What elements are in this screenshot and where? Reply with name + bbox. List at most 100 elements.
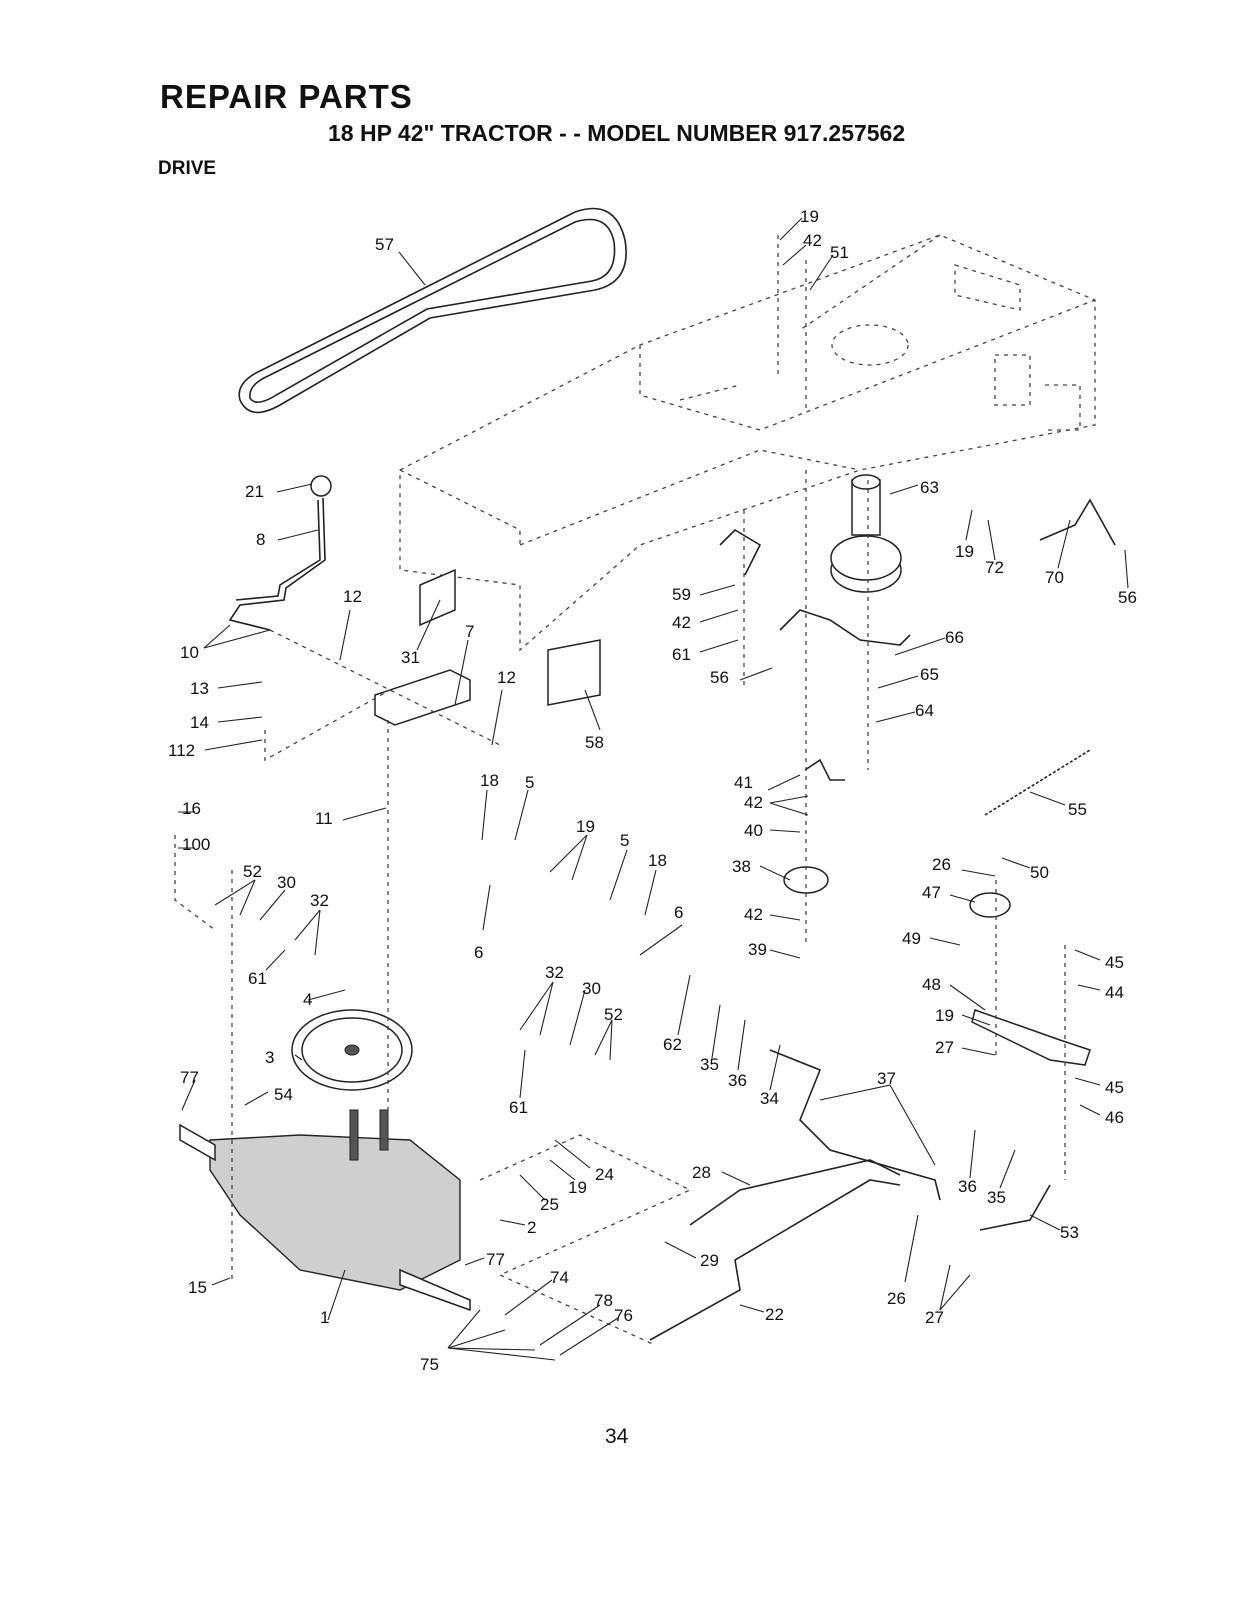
page-number: 34	[605, 1425, 629, 1448]
idler-pulleys	[783, 866, 1011, 918]
callout-label: 64	[915, 701, 934, 720]
callout-label: 47	[922, 883, 941, 902]
callout-label: 18	[480, 771, 499, 790]
callout-label: 1	[320, 1308, 329, 1327]
transaxle	[179, 1109, 471, 1312]
callout-label: 50	[1030, 863, 1049, 882]
callout-label: 51	[830, 243, 849, 262]
callout-label: 78	[594, 1291, 613, 1310]
page-title: REPAIR PARTS	[160, 78, 413, 115]
callout-label: 52	[243, 862, 262, 881]
callout-label: 38	[732, 857, 751, 876]
idler-arm	[971, 1009, 1091, 1066]
callout-label: 36	[958, 1177, 977, 1196]
callout-label: 6	[474, 943, 483, 962]
shift-bracket	[374, 568, 601, 726]
callout-label: 27	[925, 1308, 944, 1327]
callout-label: 19	[576, 817, 595, 836]
callout-label: 12	[343, 587, 362, 606]
callout-label: 77	[180, 1068, 199, 1087]
section-label: DRIVE	[158, 158, 217, 179]
callout-label: 4	[303, 990, 312, 1009]
spring	[984, 749, 1091, 816]
transaxle-pulley	[291, 1009, 413, 1091]
callout-label: 77	[486, 1250, 505, 1269]
callout-label: 66	[945, 628, 964, 647]
callout-label: 61	[509, 1098, 528, 1117]
callout-label: 7	[465, 622, 474, 641]
callout-label: 42	[803, 231, 822, 250]
callout-label: 57	[375, 235, 394, 254]
callout-label: 75	[420, 1355, 439, 1374]
control-rods	[649, 498, 1116, 1341]
callout-label: 61	[672, 645, 691, 664]
callout-label: 65	[920, 665, 939, 684]
callout-label: 5	[620, 831, 629, 850]
callout-label: 76	[614, 1306, 633, 1325]
callout-label: 19	[955, 542, 974, 561]
callout-label: 72	[985, 558, 1004, 577]
callout-label: 2	[527, 1218, 536, 1237]
callout-label: 56	[710, 668, 729, 687]
callout-label: 56	[1118, 588, 1137, 607]
callout-label: 42	[672, 613, 691, 632]
callout-label: 18	[648, 851, 667, 870]
callout-label: 26	[932, 855, 951, 874]
callout-label: 28	[692, 1163, 711, 1182]
callout-label: 19	[568, 1178, 587, 1197]
callout-label: 41	[734, 773, 753, 792]
callout-label: 32	[310, 891, 329, 910]
callout-label: 112	[168, 741, 195, 760]
callout-label: 52	[604, 1005, 623, 1024]
callout-label: 45	[1105, 953, 1124, 972]
callout-label: 22	[765, 1305, 784, 1324]
callout-label: 37	[877, 1069, 896, 1088]
callout-label: 39	[748, 940, 767, 959]
callout-label: 30	[582, 979, 601, 998]
callout-label: 46	[1105, 1108, 1124, 1127]
callout-label: 40	[744, 821, 763, 840]
callout-label: 24	[595, 1165, 614, 1184]
hardware-centerlines	[174, 235, 1066, 1346]
callout-label: 5	[525, 773, 534, 792]
callout-label: 61	[248, 969, 267, 988]
shift-lever	[228, 475, 332, 631]
callout-label: 19	[935, 1006, 954, 1025]
callout-label: 15	[188, 1278, 207, 1297]
callout-label: 14	[190, 713, 209, 732]
callout-label: 54	[274, 1085, 293, 1104]
drive-belt	[238, 207, 627, 414]
callout-label: 21	[245, 482, 264, 501]
callout-label: 48	[922, 975, 941, 994]
callout-label: 35	[700, 1055, 719, 1074]
callout-label: 55	[1068, 800, 1087, 819]
callout-label: 13	[190, 679, 209, 698]
callout-label: 11	[315, 809, 333, 828]
callout-label: 26	[887, 1289, 906, 1308]
callout-label: 10	[180, 643, 199, 662]
callout-label: 74	[550, 1268, 569, 1287]
callout-label: 44	[1105, 983, 1124, 1002]
callout-label: 34	[760, 1089, 779, 1108]
callout-label: 49	[902, 929, 921, 948]
callout-label: 63	[920, 478, 939, 497]
callout-labels: 57 19 42 51 21 8 10 12 31 7 13 14 112 12…	[168, 207, 1137, 1374]
callout-label: 31	[401, 648, 420, 667]
callout-label: 8	[256, 530, 265, 549]
callout-label: 59	[672, 585, 691, 604]
callout-label: 42	[744, 905, 763, 924]
callout-label: 58	[585, 733, 604, 752]
chassis-frame	[399, 234, 1096, 652]
callout-label: 12	[497, 668, 516, 687]
callout-label: 6	[674, 903, 683, 922]
engine-pulley	[830, 474, 902, 593]
callout-label: 27	[935, 1038, 954, 1057]
callout-label: 42	[744, 793, 763, 812]
callout-label: 25	[540, 1195, 559, 1214]
callout-label: 30	[277, 873, 296, 892]
callout-leader-lines	[178, 217, 1129, 1361]
callout-label: 29	[700, 1251, 719, 1270]
callout-label: 35	[987, 1188, 1006, 1207]
callout-label: 62	[663, 1035, 682, 1054]
